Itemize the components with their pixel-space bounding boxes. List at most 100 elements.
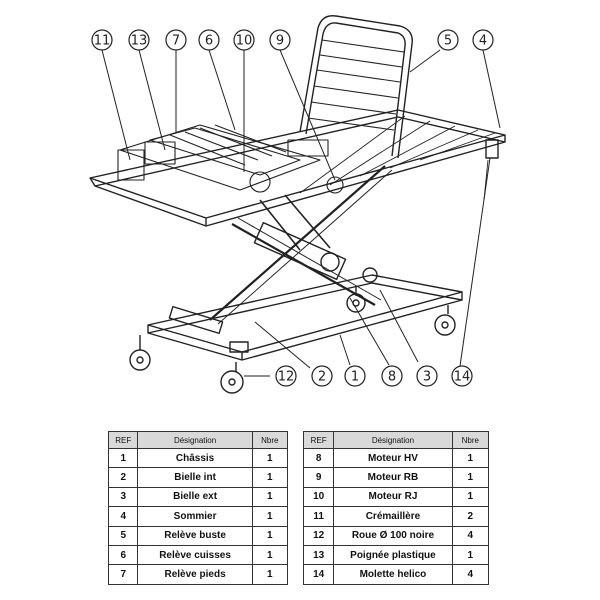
callout-label: 4 — [479, 34, 487, 49]
callout-14: 14 — [451, 365, 473, 387]
cell-designation: Poignée plastique — [333, 544, 453, 566]
cell-qty: 1 — [251, 544, 289, 566]
cell-ref: 6 — [107, 544, 139, 566]
callout-label: 6 — [205, 34, 213, 49]
callout-label: 1 — [351, 370, 359, 385]
base-chassis — [147, 274, 463, 361]
cell-ref: 3 — [107, 486, 139, 508]
table-header-row: REF Désignation Nbre — [302, 431, 490, 449]
callout-8: 8 — [381, 365, 403, 387]
cell-ref: 10 — [302, 486, 335, 508]
cell-designation: Bielle ext — [137, 486, 253, 508]
cell-ref: 7 — [107, 564, 139, 585]
cell-ref: 9 — [302, 467, 335, 488]
cell-ref: 12 — [302, 525, 335, 546]
callout-label: 14 — [454, 370, 471, 385]
cell-ref: 2 — [107, 467, 139, 488]
cell-qty: 1 — [251, 506, 289, 527]
cell-ref: 14 — [302, 564, 335, 585]
callout-1: 1 — [344, 365, 366, 387]
cell-designation: Relève cuisses — [137, 544, 253, 566]
callout-label: 8 — [388, 370, 396, 385]
cell-designation: Crémaillère — [333, 506, 453, 527]
callout-label: 10 — [236, 34, 253, 49]
cell-designation: Moteur HV — [333, 447, 453, 469]
cell-designation: Châssis — [137, 447, 253, 469]
cell-qty: 1 — [251, 447, 289, 469]
leg-sections — [117, 124, 344, 194]
bed-exploded-diagram: 11 13 7 6 10 9 5 4 12 2 1 8 3 14 — [89, 15, 506, 394]
cell-ref: 8 — [302, 447, 335, 469]
callout-9: 9 — [269, 29, 291, 51]
header-qty: Nbre — [251, 431, 289, 449]
cell-ref: 4 — [107, 506, 139, 527]
callout-7: 7 — [165, 29, 187, 51]
cell-qty: 1 — [251, 467, 289, 488]
header-ref: REF — [107, 431, 139, 449]
header-ref: REF — [302, 431, 335, 449]
callout-label: 5 — [444, 34, 452, 49]
cell-ref: 1 — [107, 447, 139, 469]
cell-qty: 4 — [451, 564, 490, 585]
cell-qty: 2 — [451, 506, 490, 527]
cell-designation: Relève pieds — [137, 564, 253, 585]
callout-label: 12 — [278, 370, 295, 385]
callout-label: 3 — [423, 370, 431, 385]
callout-11: 11 — [91, 29, 113, 51]
cell-qty: 1 — [451, 467, 490, 488]
cell-qty: 4 — [451, 525, 490, 546]
leader-lines — [101, 49, 501, 377]
header-designation: Désignation — [137, 431, 253, 449]
callout-label: 9 — [276, 34, 284, 49]
callout-label: 2 — [318, 370, 326, 385]
cell-designation: Sommier — [137, 506, 253, 527]
callout-label: 7 — [172, 34, 180, 49]
cell-ref: 11 — [302, 506, 335, 527]
cell-designation: Moteur RJ — [333, 486, 453, 508]
cell-qty: 1 — [451, 544, 490, 566]
cell-designation: Moteur RB — [333, 467, 453, 488]
cell-ref: 5 — [107, 525, 139, 546]
callout-2: 2 — [311, 365, 333, 387]
header-qty: Nbre — [451, 431, 490, 449]
cell-qty: 1 — [251, 564, 289, 585]
callout-13: 13 — [128, 29, 150, 51]
callout-10: 10 — [233, 29, 255, 51]
callout-group: 11 13 7 6 10 9 5 4 12 2 1 8 3 14 — [91, 29, 494, 387]
cell-designation: Molette helico — [333, 564, 453, 585]
cell-designation: Relève buste — [137, 525, 253, 546]
backrest — [299, 15, 413, 159]
callout-4: 4 — [472, 29, 494, 51]
cell-designation: Roue Ø 100 noire — [333, 525, 453, 546]
cell-qty: 1 — [451, 486, 490, 508]
callout-5: 5 — [437, 29, 459, 51]
cell-qty: 1 — [451, 447, 490, 469]
callout-label: 13 — [131, 34, 148, 49]
cell-ref: 13 — [302, 544, 335, 566]
callout-3: 3 — [416, 365, 438, 387]
callout-6: 6 — [198, 29, 220, 51]
table-header-row: REF Désignation Nbre — [107, 431, 289, 449]
cell-qty: 1 — [251, 486, 289, 508]
wheels — [129, 287, 456, 394]
callout-label: 11 — [94, 34, 111, 49]
cell-designation: Bielle int — [137, 467, 253, 488]
header-designation: Désignation — [333, 431, 453, 449]
cell-qty: 1 — [251, 525, 289, 546]
callout-12: 12 — [275, 365, 297, 387]
